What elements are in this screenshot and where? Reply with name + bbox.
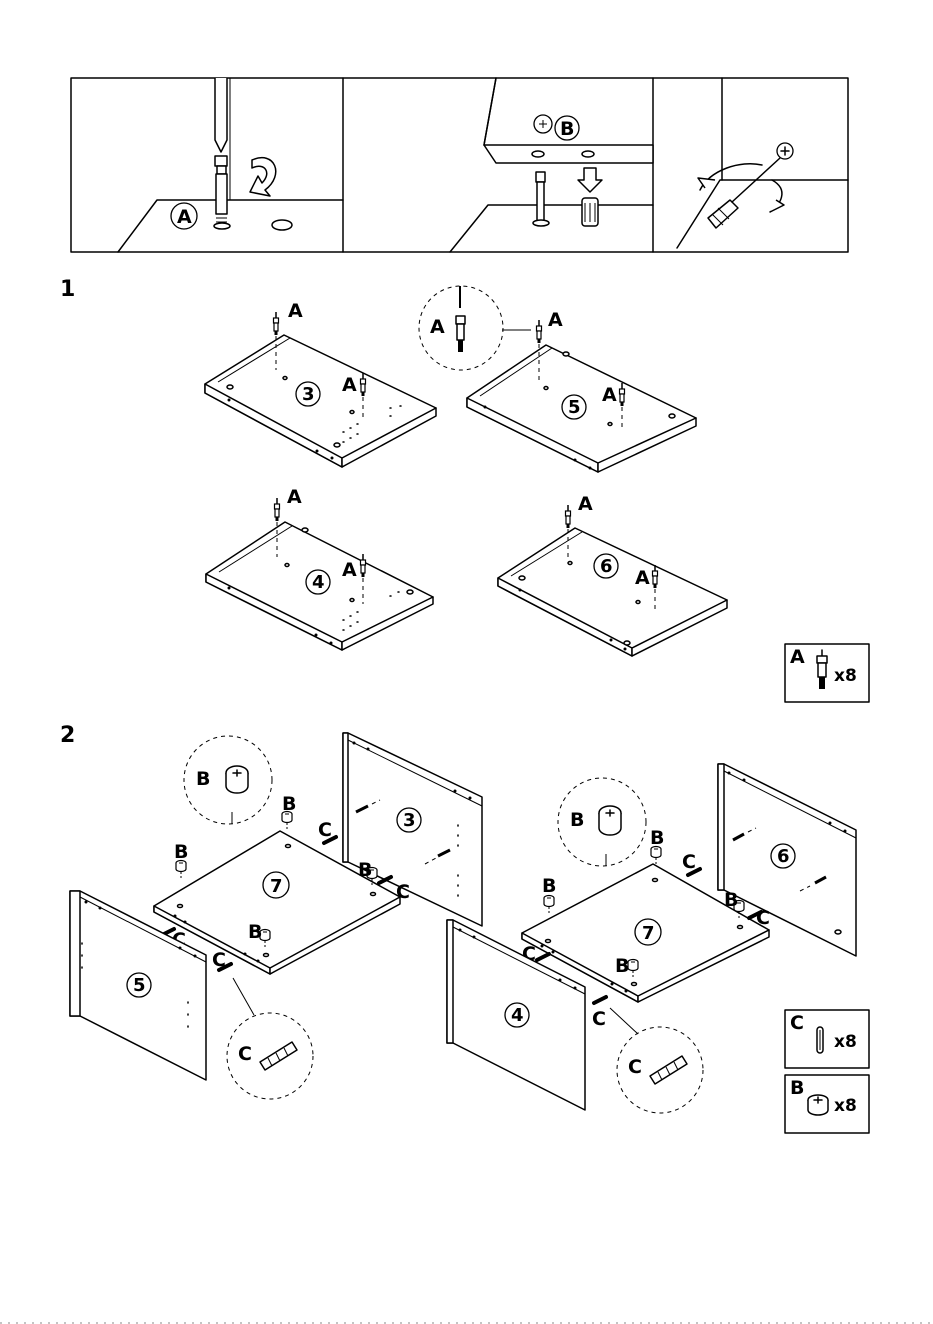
hardware-b-label: B (282, 793, 296, 815)
hardware-b-label: B (615, 955, 629, 977)
hardware-c-label: C (318, 819, 332, 841)
cam-lock-detail: B (558, 778, 646, 866)
hardware-c-label: C (212, 949, 226, 971)
hardware-c-label: C (756, 907, 770, 929)
step-1-boards: 3 A A 5 A A (205, 286, 727, 656)
part-6-label: 6 (777, 846, 790, 867)
hardware-c-label: C (790, 1012, 804, 1034)
top-instructions: A B (71, 78, 848, 252)
part-7-label: 7 (642, 923, 655, 944)
hardware-c-label: C (238, 1043, 252, 1065)
hardware-b-quantity: x8 (834, 1096, 857, 1116)
insert-cam-lock-panel: B (450, 78, 653, 252)
hardware-count-a: A x8 (785, 644, 869, 702)
step-1-number: 1 (60, 277, 75, 302)
hardware-a-quantity: x8 (834, 666, 857, 686)
hardware-b-label: B (248, 921, 262, 943)
wood-dowel-icon (817, 1027, 823, 1053)
hardware-count-b: B x8 (785, 1075, 869, 1133)
hardware-b-label: B (560, 118, 574, 140)
part-5-label: 5 (568, 397, 581, 418)
board-5: 5 A A A (419, 286, 696, 472)
hardware-b-label: B (724, 889, 738, 911)
hardware-a-label: A (548, 309, 563, 331)
hardware-c-label: C (396, 881, 410, 903)
part-6-label: 6 (600, 556, 613, 577)
hardware-c-label: C (628, 1056, 642, 1078)
insert-cam-bolt-panel: A (118, 78, 343, 252)
hardware-b-label: B (174, 841, 188, 863)
hardware-c-quantity: x8 (834, 1032, 857, 1052)
rotate-arrow-icon (250, 158, 276, 196)
board-4: 4 A A (206, 486, 433, 650)
screwdriver-icon (708, 158, 780, 228)
hardware-count-c: C x8 (785, 1010, 869, 1068)
hardware-b-label: B (790, 1077, 804, 1099)
step-2-right-assembly: 6 7 B B B B C (447, 764, 856, 1113)
hardware-b-label: B (196, 768, 210, 790)
part-7-label: 7 (270, 876, 283, 897)
down-arrow-icon (578, 168, 602, 192)
step-2-left-assembly: 3 7 B B B B (70, 733, 482, 1099)
part-5-label: 5 (133, 975, 146, 996)
hardware-a-label: A (342, 559, 357, 581)
part-3-label: 3 (302, 384, 315, 405)
hardware-b-label: B (358, 859, 372, 881)
hardware-b-label: B (542, 875, 556, 897)
cam-lock-icon (808, 1095, 828, 1115)
dowel-detail: C (227, 978, 313, 1099)
hardware-a-label: A (288, 300, 303, 322)
hardware-a-label: A (790, 646, 805, 668)
cam-lock-detail: B (184, 736, 272, 824)
hardware-c-label: C (682, 851, 696, 873)
board-3: 3 A A (205, 300, 436, 467)
tighten-cam-panel (677, 78, 848, 248)
hardware-a-label: A (287, 486, 302, 508)
hardware-a-label: A (635, 567, 650, 589)
screwdriver-icon (215, 78, 227, 152)
hardware-a-label: A (430, 316, 445, 338)
hardware-b-label: B (650, 827, 664, 849)
hardware-c-label: C (592, 1008, 606, 1030)
board-6: 6 A A (498, 493, 727, 656)
step-2-number: 2 (60, 723, 75, 748)
part-3-label: 3 (403, 810, 416, 831)
part-4-label: 4 (312, 572, 325, 593)
hardware-a-label: A (177, 206, 192, 228)
hardware-a-label: A (578, 493, 593, 515)
cam-bolt-icon (817, 650, 827, 689)
hardware-a-label: A (342, 374, 357, 396)
hardware-b-label: B (570, 809, 584, 831)
dowel-detail: C (610, 1008, 703, 1113)
hardware-a-label: A (602, 384, 617, 406)
part-4-label: 4 (511, 1005, 524, 1026)
